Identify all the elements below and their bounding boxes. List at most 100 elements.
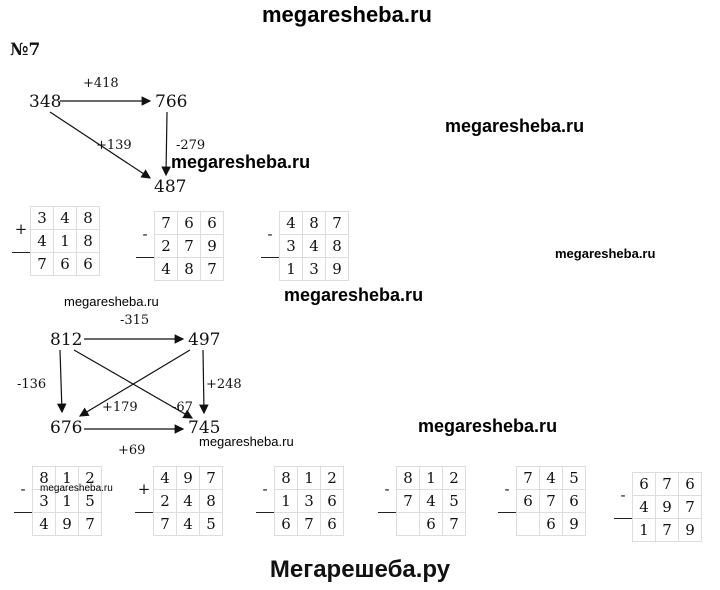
digit-cell: 7 [655,472,679,496]
digit-cell: 2 [320,466,344,490]
digit-cell: 6 [562,489,586,513]
digit-cell: 2 [154,234,178,258]
operator: - [20,480,26,499]
operator: + [14,220,28,239]
digit-cell: 7 [153,512,177,536]
label-plus-418: +418 [83,76,119,91]
operator: + [137,480,151,499]
node-812: 812 [50,330,83,350]
watermark: megaresheba.ru [199,434,294,449]
digit-cell: 9 [176,466,200,490]
digit-cell: 4 [153,466,177,490]
digit-cell: 8 [302,211,326,235]
digit-cell [614,518,633,542]
digit-cell: 2 [78,466,102,490]
digit-cell: 7 [655,518,679,542]
digit-cell: 4 [154,257,178,281]
digit-cell: 9 [678,518,702,542]
digit-cell: 4 [176,512,200,536]
digit-cell: 8 [396,466,420,490]
label-minus-67: -67 [172,400,193,415]
arrow-812-676 [56,349,67,414]
digit-cell: 7 [442,512,466,536]
node-676: 676 [50,418,83,438]
digit-cell: 7 [516,466,540,490]
task-number: №7 [10,40,41,60]
label-plus-179: +179 [102,400,138,415]
arrow-766-487 [161,111,171,177]
digit-cell: 4 [302,234,326,258]
digit-cell: 7 [396,489,420,513]
header-watermark: megaresheba.ru [262,2,432,27]
digit-cell: 8 [325,234,349,258]
digit-cell: 4 [632,495,656,519]
digit-cell [14,512,33,536]
digit-cell: 6 [320,489,344,513]
digit-cell: 1 [279,257,303,281]
digit-cell [498,512,517,536]
watermark: megaresheba.ru [418,416,558,436]
operator: - [267,225,273,244]
digit-cell: 6 [53,252,77,276]
watermark: megaresheba.ru [555,246,656,261]
digit-cell: 6 [76,252,100,276]
node-497: 497 [188,330,221,350]
digit-cell: 5 [442,489,466,513]
footer-watermark: Мегарешеба.ру [269,556,451,583]
digit-cell: 7 [177,234,201,258]
digit-cell [256,512,275,536]
digit-cell: 3 [302,257,326,281]
digit-cell: 1 [55,466,79,490]
digit-cell: 7 [678,495,702,519]
label-minus-279: -279 [176,138,206,153]
digit-cell: 6 [200,211,224,235]
digit-cell: 8 [177,257,201,281]
operator: - [384,480,390,499]
arrow-497-745 [199,349,209,415]
digit-cell: 7 [30,252,54,276]
digit-cell: 8 [76,229,100,253]
digit-cell: 4 [279,211,303,235]
digit-cell: 7 [200,257,224,281]
arrow-348-487 [49,111,152,179]
digit-cell: 6 [320,512,344,536]
digit-cell [516,512,540,536]
arrow-497-676 [78,349,191,417]
watermark: megaresheba.ru [284,285,424,305]
digit-cell: 7 [539,489,563,513]
digit-cell: 1 [419,466,443,490]
digit-cell: 5 [562,466,586,490]
digit-cell: 8 [199,489,223,513]
digit-cell: 9 [325,257,349,281]
digit-cell: 4 [32,512,56,536]
label-minus-136: -136 [17,377,47,392]
digit-cell: 9 [562,512,586,536]
digit-cell: 9 [655,495,679,519]
digit-cell: 5 [199,512,223,536]
digit-cell: 8 [274,466,298,490]
digit-cell: 6 [516,489,540,513]
label-plus-248: +248 [206,377,242,392]
label-plus-69: +69 [118,443,146,458]
digit-cell: 7 [297,512,321,536]
digit-cell: 1 [632,518,656,542]
digit-cell: 4 [30,229,54,253]
digit-cell [12,252,31,276]
node-348: 348 [29,92,62,112]
digit-cell: 8 [76,206,100,230]
digit-cell: 7 [199,466,223,490]
digit-cell: 6 [632,472,656,496]
operator: - [262,480,268,499]
digit-cell: 6 [539,512,563,536]
operator: - [142,225,148,244]
digit-cell: 4 [539,466,563,490]
digit-cell: 1 [53,229,77,253]
digit-cell [136,257,155,281]
